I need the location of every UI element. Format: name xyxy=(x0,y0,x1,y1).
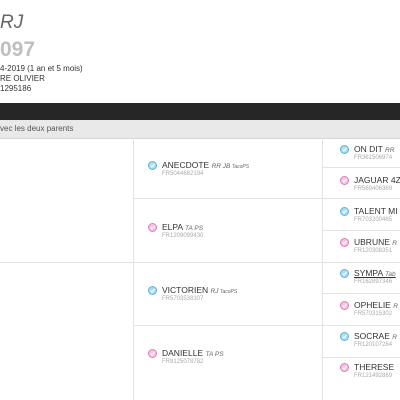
discipline-tags: Tab xyxy=(385,271,396,278)
row-separator xyxy=(323,167,400,168)
row-separator xyxy=(323,262,400,263)
discipline-tags: RJ xyxy=(210,288,219,295)
horse-registration-id: FR703200465 xyxy=(354,217,393,223)
name-text: DANIELLE xyxy=(162,348,206,358)
birth-date: 4-2019 (1 an et 5 mois) xyxy=(0,64,83,73)
horse-name-link[interactable]: ELPA TA PS xyxy=(162,222,203,232)
row-separator xyxy=(134,262,322,263)
discipline-tags: TA PS xyxy=(205,351,224,358)
small-tags: TacoPS xyxy=(230,164,250,170)
horse-name-link[interactable]: TALENT MI xyxy=(354,206,398,216)
horse-name-link[interactable]: VICTORIEN RJ TacoPS xyxy=(162,285,237,295)
horse-registration-id: FR120107284 xyxy=(354,342,393,348)
row-separator xyxy=(323,230,400,231)
horse-registration-id: FR570315302 xyxy=(354,311,393,317)
name-text: UBRUNE xyxy=(354,237,393,247)
horse-name-link[interactable]: JAGUAR 4Z xyxy=(354,175,400,185)
horse-registration-id: FR9125078782 xyxy=(162,359,204,365)
horse-registration-id: FR120308351 xyxy=(354,248,393,254)
name-text: ANECDOTE xyxy=(162,160,212,170)
section-header-bar xyxy=(0,103,400,120)
male-sex-icon xyxy=(340,145,349,154)
horse-registration-id: FR569406369 xyxy=(354,186,393,192)
horse-name: RJ xyxy=(0,12,24,33)
horse-registration-id: FR361506974 xyxy=(354,155,393,161)
horse-registration-id: FR1209099430 xyxy=(162,233,204,239)
male-sex-icon xyxy=(148,161,157,170)
row-separator xyxy=(134,325,322,326)
male-sex-icon xyxy=(340,332,349,341)
horse-name-link[interactable]: SYMPA Tab xyxy=(354,268,396,278)
male-sex-icon xyxy=(148,286,157,295)
horse-header: RJ 097 4-2019 (1 an et 5 mois) RE OLIVIE… xyxy=(0,0,400,100)
row-separator xyxy=(323,198,400,199)
discipline-tags: TA PS xyxy=(185,225,204,232)
discipline-tags: RR JB xyxy=(211,163,231,170)
female-sex-icon xyxy=(340,238,349,247)
horse-registration-id: FR5044682194 xyxy=(162,171,204,177)
horse-name-link[interactable]: SOCRAE R xyxy=(354,331,397,341)
male-sex-icon xyxy=(340,269,349,278)
horse-name-link[interactable]: THERESE xyxy=(354,362,394,372)
horse-registration-id: FR5703538307 xyxy=(162,296,204,302)
horse-name-link[interactable]: UBRUNE R xyxy=(354,237,397,247)
column-separator xyxy=(322,138,323,400)
column-separator xyxy=(133,138,134,400)
row-separator xyxy=(134,198,322,199)
horse-registration-id: FR162897346 xyxy=(354,279,393,285)
name-text: OPHELIE xyxy=(354,300,394,310)
name-text: ON DIT xyxy=(354,144,386,154)
name-text: ELPA xyxy=(162,222,185,232)
pedigree-subtitle: vec les deux parents xyxy=(0,120,400,139)
female-sex-icon xyxy=(148,349,157,358)
name-text: THERESE xyxy=(354,362,395,372)
female-sex-icon xyxy=(340,363,349,372)
female-sex-icon xyxy=(340,301,349,310)
name-text: SOCRAE xyxy=(354,331,393,341)
discipline-tags: R xyxy=(393,303,398,310)
discipline-tags: R xyxy=(392,240,397,247)
row-separator xyxy=(323,293,400,294)
horse-id: 1295186 xyxy=(0,84,32,93)
horse-name-link[interactable]: OPHELIE R xyxy=(354,300,398,310)
breeder-name: RE OLIVIER xyxy=(0,74,45,83)
small-tags: TacoPS xyxy=(218,289,238,295)
name-text: VICTORIEN xyxy=(162,285,211,295)
discipline-tags: R xyxy=(392,334,397,341)
name-text: SYMPA xyxy=(354,268,386,278)
horse-registration-id: FR121492869 xyxy=(354,373,393,379)
horse-number: 097 xyxy=(0,38,36,61)
horse-name-link[interactable]: ANECDOTE RR JB TacoPS xyxy=(162,160,249,170)
female-sex-icon xyxy=(148,223,157,232)
row-separator xyxy=(0,262,133,263)
male-sex-icon xyxy=(340,207,349,216)
row-separator xyxy=(323,357,400,358)
horse-name-link[interactable]: DANIELLE TA PS xyxy=(162,348,224,358)
row-separator xyxy=(323,325,400,326)
horse-name-link[interactable]: ON DIT RR xyxy=(354,144,394,154)
name-text: JAGUAR 4Z xyxy=(354,175,400,185)
female-sex-icon xyxy=(340,176,349,185)
name-text: TALENT MI xyxy=(354,206,398,216)
discipline-tags: RR xyxy=(385,147,395,154)
